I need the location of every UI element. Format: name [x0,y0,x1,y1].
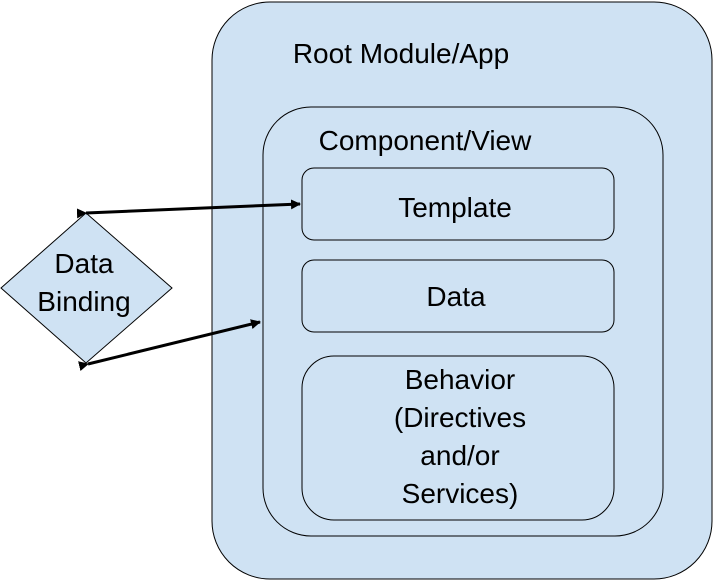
data-binding-label-line2: Binding [37,286,130,317]
data-label: Data [426,281,486,312]
arrow-binding-template [76,199,301,219]
data-binding-label-line1: Data [54,248,114,279]
component-view-label: Component/View [319,125,533,156]
root-module-label: Root Module/App [293,38,509,69]
behavior-label-line2: (Directives [394,402,526,433]
arrow-binding-component [78,319,261,371]
data-binding-diamond: Data Binding [0,212,173,364]
behavior-label-line1: Behavior [405,364,516,395]
template-box: Template [301,167,615,241]
data-shape [301,259,615,333]
data-box: Data [301,259,615,333]
template-label: Template [398,192,512,223]
behavior-label-line3: and/or [420,440,499,471]
behavior-box: Behavior (Directives and/or Services) [301,355,615,521]
behavior-label-line4: Services) [402,478,519,509]
template-shape [301,167,615,241]
behavior-shape [301,355,615,521]
